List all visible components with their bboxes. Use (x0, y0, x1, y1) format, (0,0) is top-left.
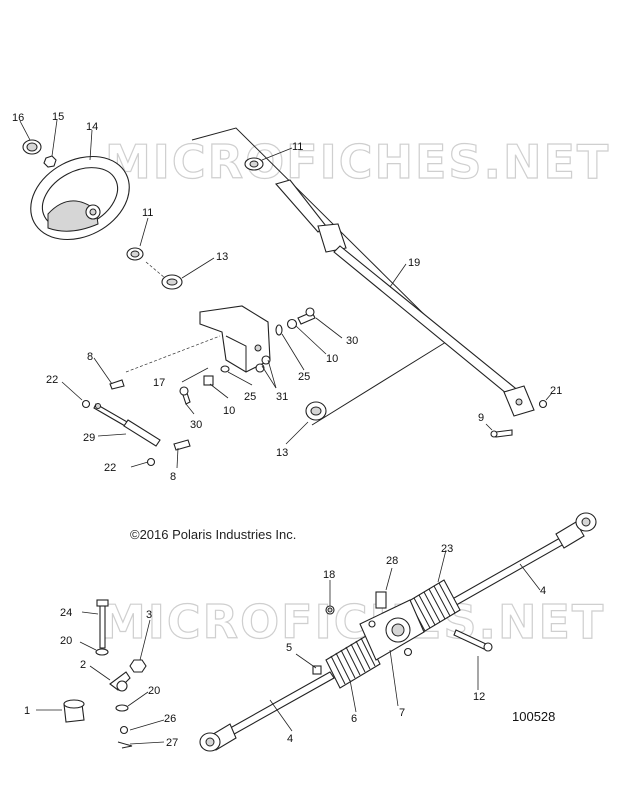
wheel-nut (43, 155, 57, 168)
callout-15: 15 (52, 111, 64, 123)
bearing-column-11 (244, 157, 264, 171)
stud-8-bottom (173, 439, 191, 451)
callout-3: 3 (146, 609, 152, 621)
tie-rod-right (439, 512, 597, 613)
callout-31: 31 (276, 391, 288, 403)
callout-24: 24 (60, 607, 72, 619)
washer-25-right (275, 324, 283, 336)
callout-22-bottom: 22 (104, 462, 116, 474)
callout-5: 5 (286, 642, 292, 654)
callout-23: 23 (441, 543, 453, 555)
cotter-pin-27 (117, 741, 133, 749)
align-line-1 (125, 335, 221, 373)
stud-8-top (109, 379, 125, 390)
gas-strut (93, 403, 161, 447)
callout-6: 6 (351, 713, 357, 725)
fitting-18 (325, 605, 335, 615)
boot-left (325, 635, 381, 689)
copyright-notice: ©2016 Polaris Industries Inc. (130, 527, 296, 542)
clamp-5 (312, 665, 322, 675)
callout-16: 16 (12, 112, 24, 124)
bolt-30-left (179, 386, 191, 405)
callout-25-left: 25 (244, 391, 256, 403)
callout-14: 14 (86, 121, 98, 133)
callout-11-top: 11 (292, 141, 303, 153)
tie-rod-left (199, 671, 335, 752)
callout-29: 29 (83, 432, 95, 444)
washer-25-left (220, 365, 230, 373)
callout-17: 17 (153, 377, 165, 389)
nut-22-top (81, 399, 91, 409)
bolt-12 (453, 629, 493, 652)
washer-20-top (95, 648, 109, 656)
callout-10-right: 10 (326, 353, 338, 365)
column-bracket (199, 305, 271, 373)
bolt-30-right (297, 307, 316, 325)
callout-21: 21 (550, 385, 562, 397)
callout-2: 2 (80, 659, 86, 671)
align-line-2 (145, 261, 166, 279)
callout-8-bottom: 8 (170, 471, 176, 483)
callout-4-left: 4 (287, 733, 293, 745)
callout-8-top: 8 (87, 351, 93, 363)
callout-1: 1 (24, 705, 30, 717)
callout-20-bottom: 20 (148, 685, 160, 697)
callout-7: 7 (399, 707, 405, 719)
callout-13-top: 13 (216, 251, 228, 263)
ball-joint-2 (109, 671, 131, 692)
watermark-bottom: MICROFICHES.NET (100, 595, 605, 649)
bearing-upper-13 (161, 274, 183, 290)
callout-4-right: 4 (540, 585, 546, 597)
nut-21 (538, 399, 548, 409)
callout-27: 27 (166, 737, 178, 749)
nut-10-left (203, 375, 214, 386)
rack-housing (359, 591, 425, 661)
nut-3 (129, 659, 147, 673)
steering-wheel (30, 155, 130, 241)
washer-20-bottom (115, 704, 129, 712)
callout-10-left: 10 (223, 405, 235, 417)
callout-13-bottom: 13 (276, 447, 288, 459)
horn-cap (22, 139, 42, 155)
diagram-number: 100528 (512, 709, 555, 724)
callout-28: 28 (386, 555, 398, 567)
bearing-upper-11 (126, 247, 144, 261)
nut-22-bottom (146, 457, 156, 467)
callout-26: 26 (164, 713, 176, 725)
nut-26 (119, 725, 129, 735)
bolt-9 (490, 429, 513, 438)
callout-9: 9 (478, 412, 484, 424)
callout-19: 19 (408, 257, 420, 269)
bushing-1 (63, 699, 85, 723)
callout-22-top: 22 (46, 374, 58, 386)
bearing-lower-13 (305, 401, 327, 421)
callout-25-right: 25 (298, 371, 310, 383)
callout-30-left: 30 (190, 419, 202, 431)
watermark-top: MICROFICHES.NET (105, 135, 610, 189)
bolt-24 (96, 599, 109, 649)
steering-shaft (275, 179, 535, 417)
callout-30-right: 30 (346, 335, 358, 347)
callout-18: 18 (323, 569, 335, 581)
callout-20-top: 20 (60, 635, 72, 647)
callout-12: 12 (473, 691, 485, 703)
nut-10-right (286, 318, 298, 330)
callout-11-mid: 11 (142, 207, 153, 219)
